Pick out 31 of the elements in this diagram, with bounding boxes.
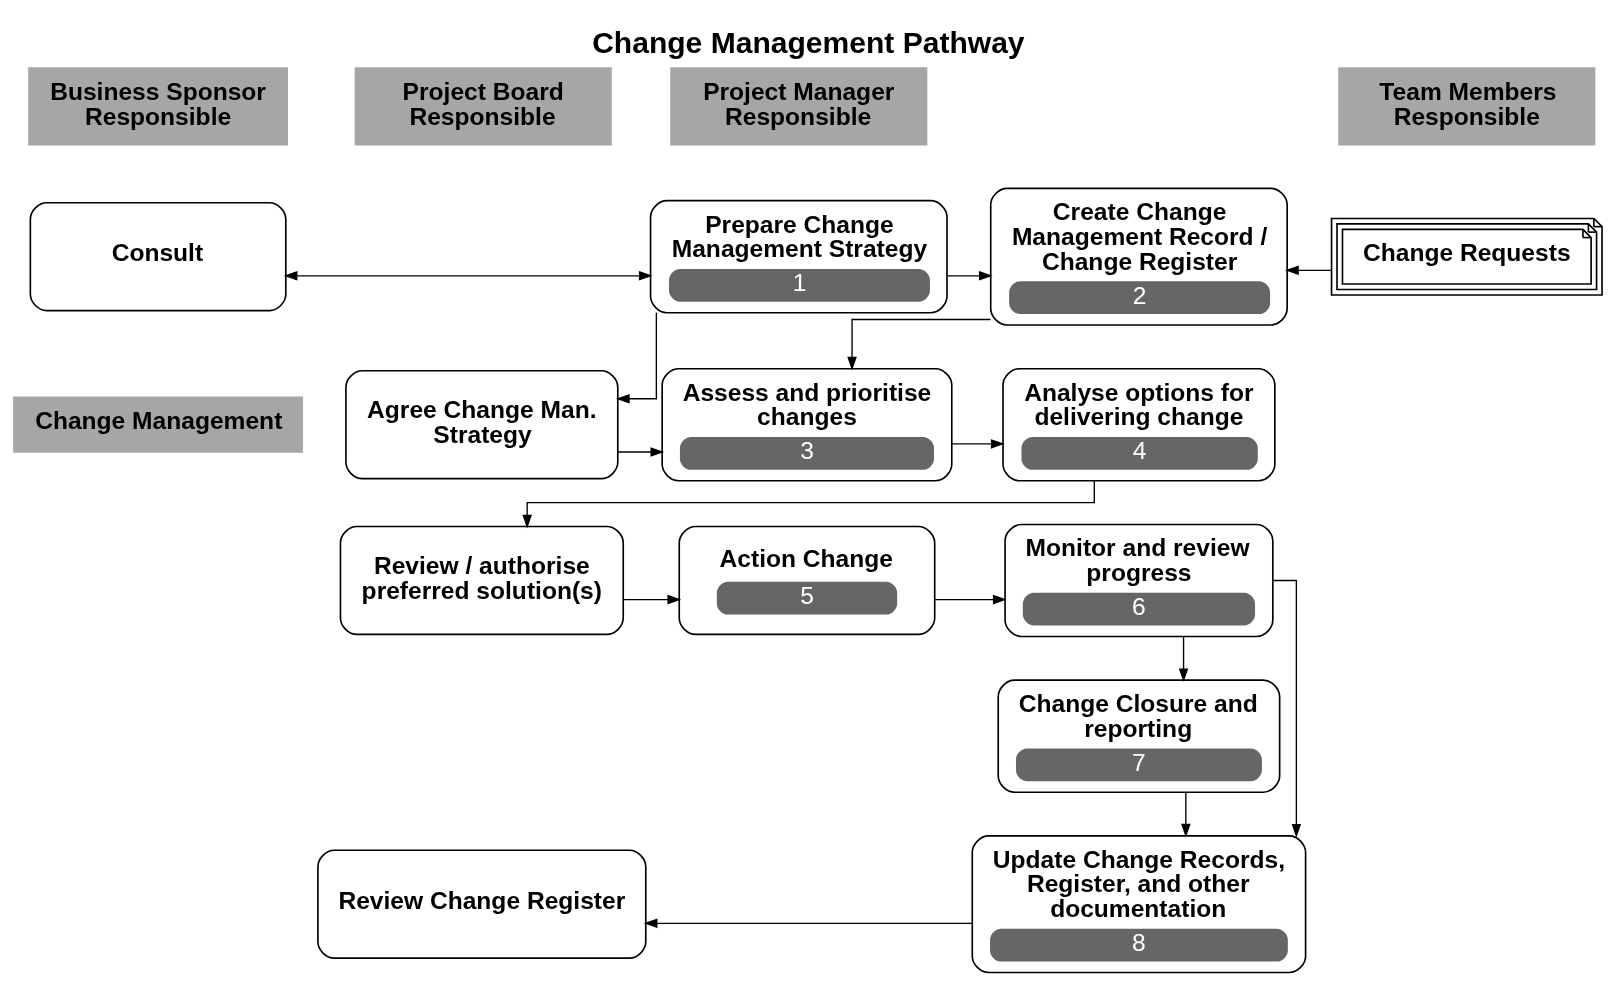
node-box: Assess and prioritise changes 3 <box>661 367 953 482</box>
node-box: Consult <box>29 201 287 312</box>
node-box: Change Management <box>13 396 303 453</box>
node-box: Team Members Responsible <box>1338 67 1596 146</box>
node-box: Project Manager Responsible <box>670 67 928 146</box>
node-box: Agree Change Man. Strategy <box>345 369 619 480</box>
node-box: Change Closure and reporting 7 <box>997 679 1281 794</box>
arrow <box>617 447 665 457</box>
node-box: Create Change Management Record / Change Register 2 <box>989 187 1288 326</box>
arrow <box>283 271 653 281</box>
arrow <box>1272 579 1302 838</box>
arrow <box>1181 791 1191 838</box>
node-box: Update Change Records, Register, and other documentation 8 <box>971 835 1307 974</box>
arrow <box>951 439 1005 449</box>
arrow <box>1285 265 1333 276</box>
arrow <box>946 271 993 281</box>
node-box: Analyse options for delivering change 4 <box>1002 367 1276 482</box>
arrow <box>1178 636 1189 683</box>
node-box: Monitor and review progress 6 <box>1004 523 1274 638</box>
arrow <box>847 318 992 371</box>
arrow <box>622 594 682 605</box>
node-box: Business Sponsor Responsible <box>28 67 288 146</box>
arrow <box>643 918 973 929</box>
arrow <box>934 594 1007 605</box>
node-box: Review Change Register <box>317 849 647 959</box>
node-box: Action Change 5 <box>678 525 936 636</box>
arrow <box>616 312 658 404</box>
node-box: Review / authorise preferred solution(s) <box>339 525 625 636</box>
node-box: Prepare Change Management Strategy 1 <box>649 199 948 314</box>
node-box: Project Board Responsible <box>354 67 612 146</box>
diagram-title: Change Management Pathway <box>592 25 1025 59</box>
